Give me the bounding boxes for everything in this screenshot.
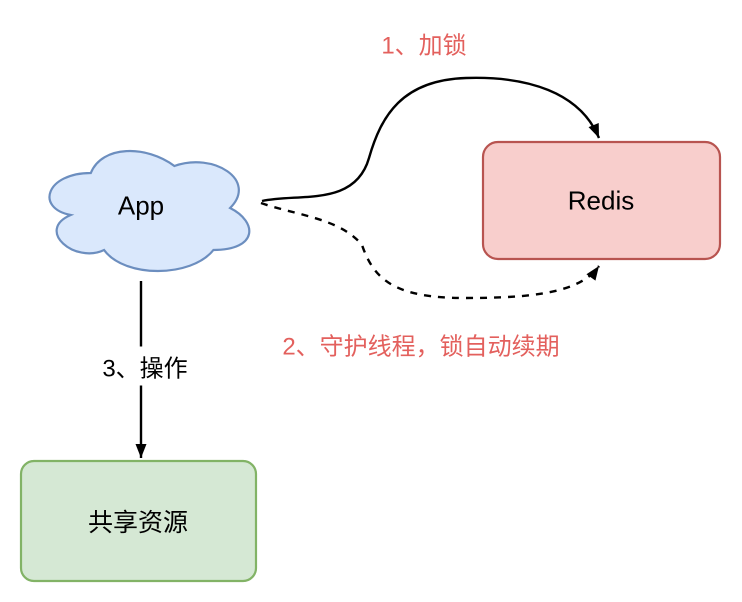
redis-node-box [481,140,722,261]
edge-watchdog-arrow [260,201,600,300]
redis-node-label: Redis [567,185,635,216]
edge-label-lock: 1、加锁 [381,32,467,60]
shared-resource-node-label: 共享资源 [87,509,189,537]
app-cloud-shape [48,149,251,273]
shared-resource-node-box [19,459,258,583]
app-node-label: App [117,190,165,221]
edge-label-operate: 3、操作 [98,346,192,386]
edge-lock-arrow [261,76,601,203]
edge-label-watchdog: 2、守护线程，锁自动续期 [282,333,560,361]
